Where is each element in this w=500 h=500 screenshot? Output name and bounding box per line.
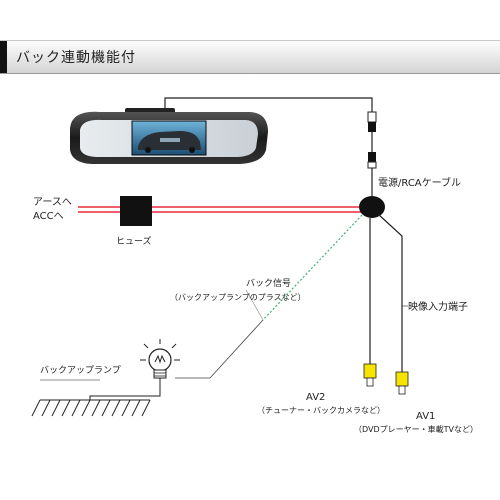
earth-label: アースへ	[33, 197, 72, 208]
section-header: バック連動機能付	[0, 40, 500, 74]
fuse-label: ヒューズ	[116, 235, 152, 247]
reverse-signal-wire	[262, 214, 363, 321]
av1-rca-plug-icon	[395, 371, 409, 395]
lamp-ground-wire	[89, 390, 161, 400]
reverse-signal-note: （バックアップランプのプラスなど）	[170, 293, 306, 302]
av1-label: AV1	[416, 411, 435, 422]
video-input-label: 映像入力端子	[408, 300, 468, 313]
fuse-icon	[120, 196, 152, 226]
backup-lamp-label: バックアップランプ	[40, 365, 121, 376]
light-bulb-icon	[140, 339, 180, 390]
rearview-mirror-icon	[70, 108, 268, 164]
ground-icon	[31, 399, 151, 417]
mirror-power-cable	[164, 97, 373, 112]
av1-wire	[377, 213, 403, 372]
acc-label: ACCへ	[33, 211, 64, 222]
cable-label: 電源/RCAケーブル	[378, 176, 461, 189]
av2-note: （チューナー・バックカメラなど）	[257, 406, 385, 415]
av2-rca-plug-icon	[363, 363, 377, 387]
reverse-signal-leader	[175, 319, 264, 379]
header-accent-bar	[0, 41, 7, 73]
cable-junction-icon	[359, 196, 385, 218]
av1-note: （DVDプレーヤー・車載TVなど）	[354, 424, 478, 434]
reverse-signal-label: バック信号	[246, 277, 291, 289]
cable-connector-icon	[367, 111, 377, 196]
av2-label: AV2	[306, 392, 325, 403]
page-title: バック連動機能付	[16, 50, 136, 66]
